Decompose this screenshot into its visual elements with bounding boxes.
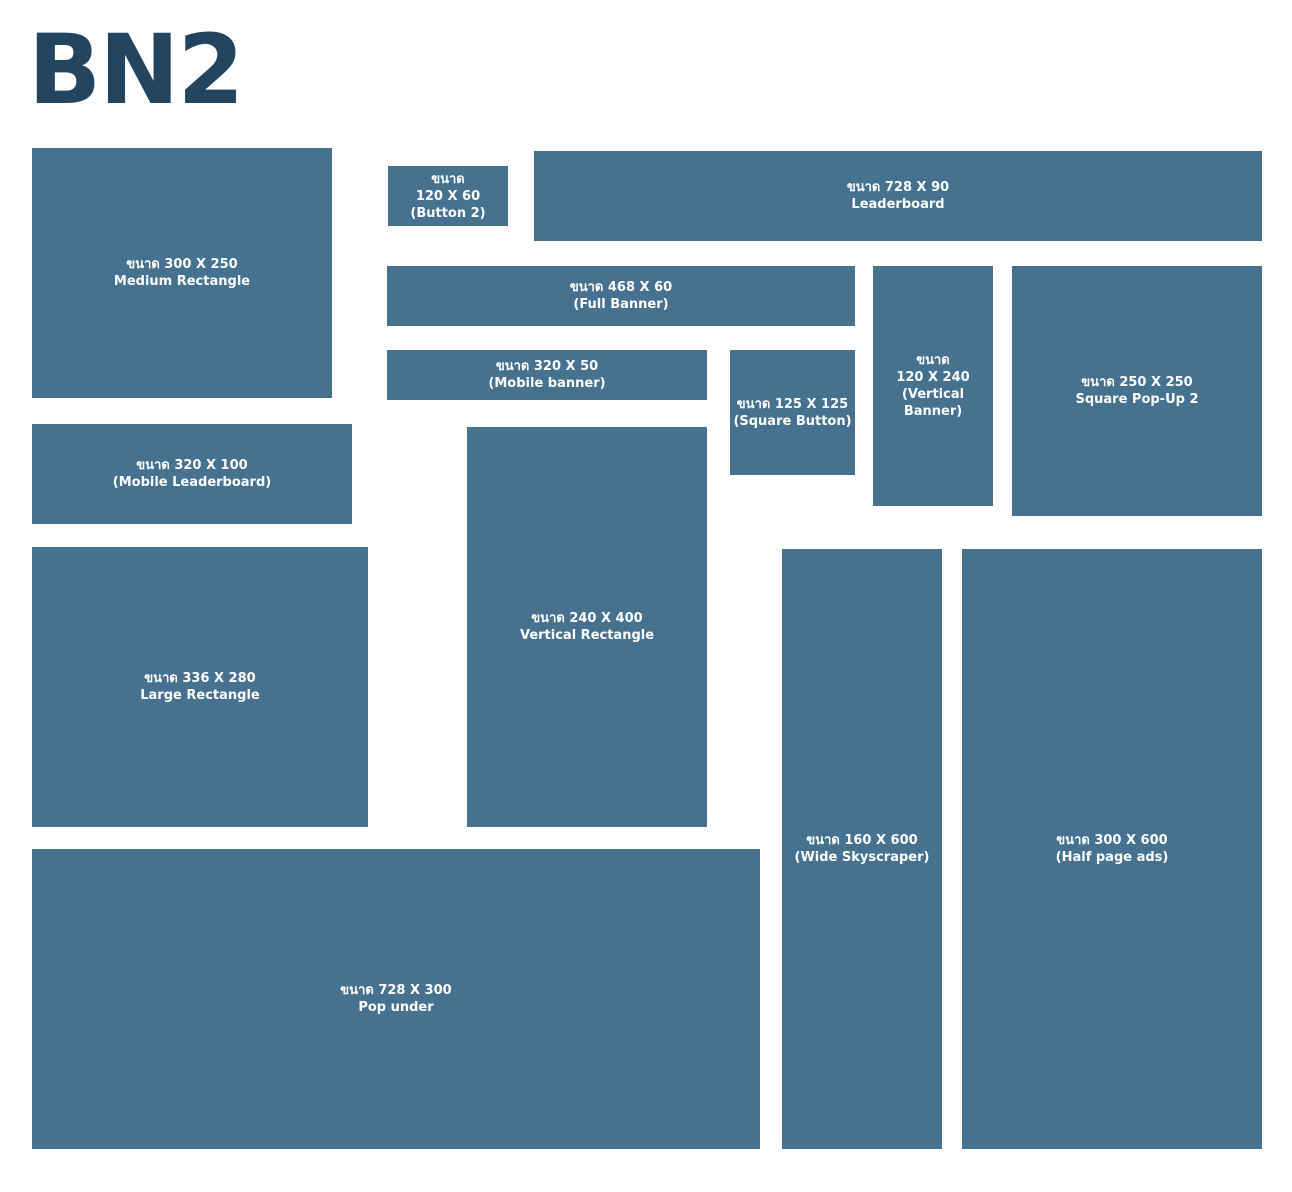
banner-mobile-banner: ขนาด 320 X 50 (Mobile banner) (387, 350, 707, 400)
banner-label: (Mobile Leaderboard) (112, 475, 272, 490)
banner-label: Pop under (358, 1000, 434, 1015)
banner-half-page: ขนาด 300 X 600 (Half page ads) (962, 549, 1262, 1149)
banner-label: (Wide Skyscraper) (794, 850, 930, 865)
banner-size: ขนาด 250 X 250 (1081, 375, 1193, 390)
banner-leaderboard: ขนาด 728 X 90 Leaderboard (534, 151, 1262, 241)
banner-label: (Mobile banner) (488, 376, 606, 391)
banner-label: Large Rectangle (140, 688, 260, 703)
banner-size: ขนาด 728 X 90 (846, 180, 950, 195)
banner-mobile-leaderboard: ขนาด 320 X 100 (Mobile Leaderboard) (32, 424, 352, 524)
banner-square-button: ขนาด 125 X 125 (Square Button) (730, 350, 855, 475)
banner-square-popup-2: ขนาด 250 X 250 Square Pop-Up 2 (1012, 266, 1262, 516)
banner-label: (Full Banner) (573, 297, 669, 312)
banner-label: Leaderboard (851, 197, 945, 212)
banner-label: (Half page ads) (1055, 850, 1169, 865)
banner-vertical-banner: ขนาด 120 X 240 (Vertical Banner) (873, 266, 993, 506)
banner-size: ขนาด 125 X 125 (736, 396, 849, 412)
banner-size: ขนาด 160 X 600 (806, 833, 918, 848)
banner-label: (Square Button) (733, 413, 852, 429)
banner-size: ขนาด 320 X 100 (136, 458, 248, 473)
banner-medium-rectangle: ขนาด 300 X 250 Medium Rectangle (32, 148, 332, 398)
banner-label: (Vertical Banner) (901, 387, 965, 419)
banner-size: ขนาด 468 X 60 (569, 280, 673, 295)
banner-size: ขนาด 336 X 280 (144, 671, 256, 686)
banner-label: Square Pop-Up 2 (1075, 392, 1199, 407)
banner-full-banner: ขนาด 468 X 60 (Full Banner) (387, 266, 855, 326)
banner-size: ขนาด 240 X 400 (531, 611, 643, 626)
banner-pop-under: ขนาด 728 X 300 Pop under (32, 849, 760, 1149)
banner-size-prefix: ขนาด (916, 353, 950, 368)
banner-size: 120 X 240 (896, 370, 970, 385)
banner-size: 120 X 60 (415, 188, 481, 204)
banner-label: Vertical Rectangle (519, 628, 655, 643)
banner-button-2: ขนาด 120 X 60 (Button 2) (388, 166, 508, 226)
banner-size: ขนาด 300 X 250 (126, 257, 238, 272)
banner-large-rectangle: ขนาด 336 X 280 Large Rectangle (32, 547, 368, 827)
banner-size: ขนาด 300 X 600 (1056, 833, 1168, 848)
banner-size: ขนาด 728 X 300 (340, 983, 452, 998)
page-title: BN2 (28, 14, 244, 126)
banner-label: Medium Rectangle (113, 274, 251, 289)
banner-vertical-rectangle: ขนาด 240 X 400 Vertical Rectangle (467, 427, 707, 827)
banner-wide-skyscraper: ขนาด 160 X 600 (Wide Skyscraper) (782, 549, 942, 1149)
banner-size-prefix: ขนาด (431, 171, 465, 187)
banner-size: ขนาด 320 X 50 (495, 359, 599, 374)
banner-label: (Button 2) (410, 205, 486, 221)
